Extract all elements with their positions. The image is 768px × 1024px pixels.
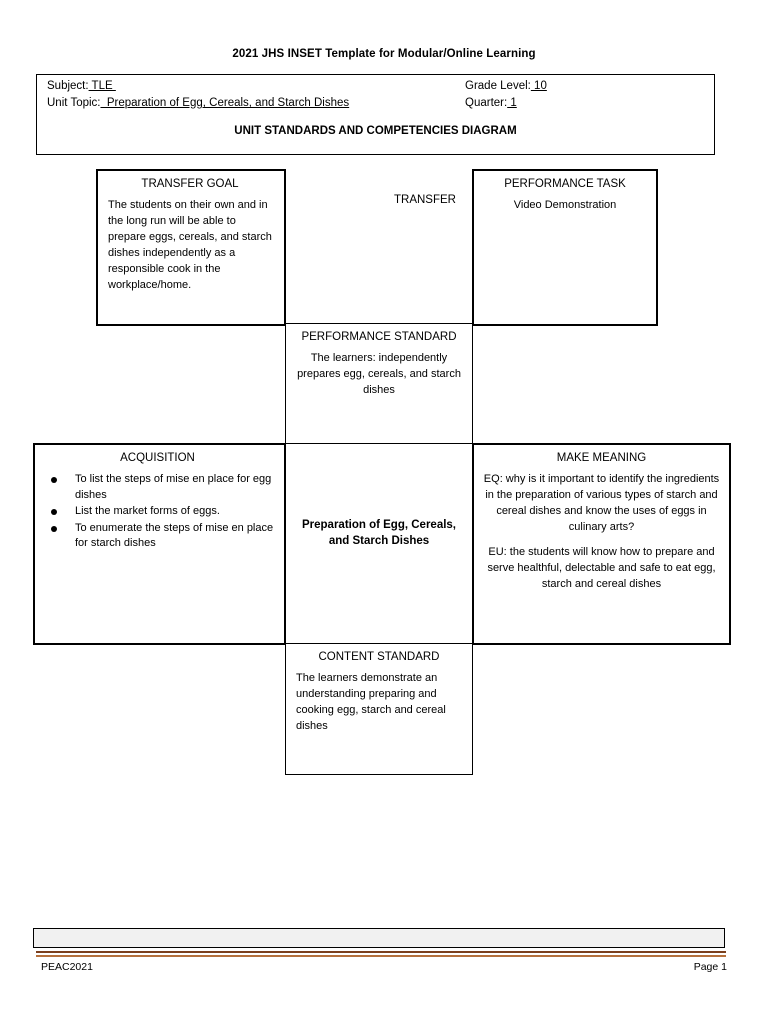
subject-label: Subject: xyxy=(47,80,89,92)
footer-bar xyxy=(33,928,725,948)
unit-topic-field: Unit Topic: Preparation of Egg, Cereals,… xyxy=(47,97,465,109)
transfer-goal-box: TRANSFER GOAL The students on their own … xyxy=(96,169,286,326)
quarter-value[interactable]: 1 xyxy=(507,97,517,109)
performance-task-body: Video Demonstration xyxy=(513,199,617,212)
footer-rule-light xyxy=(36,955,726,957)
acquisition-box: ACQUISITION To list the steps of mise en… xyxy=(33,443,286,645)
transfer-goal-body: The students on their own and in the lon… xyxy=(108,199,272,292)
diagram-subtitle: UNIT STANDARDS AND COMPETENCIES DIAGRAM xyxy=(234,125,517,137)
bullet-dot-icon xyxy=(51,525,57,532)
acquisition-inner: ACQUISITION To list the steps of mise en… xyxy=(35,451,284,551)
make-meaning-inner: MAKE MEANING EQ: why is it important to … xyxy=(474,451,729,593)
content-standard-title: CONTENT STANDARD xyxy=(318,651,440,663)
unit-topic-label: Unit Topic: xyxy=(47,97,101,109)
performance-standard-inner: PERFORMANCE STANDARD The learners: indep… xyxy=(286,330,472,399)
make-meaning-box: MAKE MEANING EQ: why is it important to … xyxy=(472,443,731,645)
bullet-dot-icon xyxy=(51,509,57,516)
center-topic-text: Preparation of Egg, Cereals, and Starch … xyxy=(301,518,456,547)
list-item-label: To list the steps of mise en place for e… xyxy=(75,473,272,501)
list-item: List the market forms of eggs. xyxy=(41,504,274,519)
content-standard-inner: CONTENT STANDARD The learners demonstrat… xyxy=(286,650,472,735)
header-row-subject: Subject: TLE Grade Level: 10 xyxy=(47,80,706,97)
footer-rule-dark xyxy=(36,951,726,953)
transfer-goal-inner: TRANSFER GOAL The students on their own … xyxy=(98,177,284,294)
center-topic-inner: Preparation of Egg, Cereals, and Starch … xyxy=(286,444,472,644)
list-item-label: To enumerate the steps of mise en place … xyxy=(75,521,274,549)
content-standard-box: CONTENT STANDARD The learners demonstrat… xyxy=(285,643,473,775)
make-meaning-eq: EQ: why is it important to identify the … xyxy=(483,473,720,534)
quarter-label: Quarter: xyxy=(465,97,508,109)
footer-left-text: PEAC2021 xyxy=(41,961,93,973)
center-topic-box: Preparation of Egg, Cereals, and Starch … xyxy=(285,443,473,645)
list-item-label: List the market forms of eggs. xyxy=(75,505,220,518)
header-info-box: Subject: TLE Grade Level: 10 Unit Topic:… xyxy=(36,74,715,155)
performance-task-box: PERFORMANCE TASK Video Demonstration xyxy=(472,169,658,326)
acquisition-title: ACQUISITION xyxy=(120,452,195,464)
transfer-goal-title: TRANSFER GOAL xyxy=(141,178,239,190)
grade-level-field: Grade Level: 10 xyxy=(465,80,547,92)
bullet-dot-icon xyxy=(51,477,57,484)
acquisition-list: To list the steps of mise en place for e… xyxy=(41,472,274,551)
make-meaning-body: EQ: why is it important to identify the … xyxy=(483,472,720,593)
unit-topic-value[interactable]: Preparation of Egg, Cereals, and Starch … xyxy=(100,97,350,109)
grade-level-label: Grade Level: xyxy=(465,80,531,92)
performance-standard-title: PERFORMANCE STANDARD xyxy=(301,331,457,343)
transfer-label: TRANSFER xyxy=(394,194,456,206)
subject-value[interactable]: TLE xyxy=(88,80,116,92)
list-item: To enumerate the steps of mise en place … xyxy=(41,521,274,552)
quarter-field: Quarter: 1 xyxy=(465,97,517,109)
make-meaning-eu: EU: the students will know how to prepar… xyxy=(487,546,716,590)
make-meaning-title: MAKE MEANING xyxy=(556,452,647,464)
list-item: To list the steps of mise en place for e… xyxy=(41,472,274,503)
performance-standard-box: PERFORMANCE STANDARD The learners: indep… xyxy=(285,323,473,444)
performance-task-inner: PERFORMANCE TASK Video Demonstration xyxy=(474,177,656,214)
grade-level-value[interactable]: 10 xyxy=(530,80,547,92)
footer-page-number: Page 1 xyxy=(693,961,727,973)
subject-field: Subject: TLE xyxy=(47,80,465,92)
performance-standard-body: The learners: independently prepares egg… xyxy=(297,352,461,397)
performance-task-title: PERFORMANCE TASK xyxy=(504,178,626,190)
content-standard-body: The learners demonstrate an understandin… xyxy=(296,672,446,733)
header-fields: Subject: TLE Grade Level: 10 Unit Topic:… xyxy=(47,80,706,114)
document-title: 2021 JHS INSET Template for Modular/Onli… xyxy=(232,48,536,60)
header-row-unit-topic: Unit Topic: Preparation of Egg, Cereals,… xyxy=(47,97,706,114)
